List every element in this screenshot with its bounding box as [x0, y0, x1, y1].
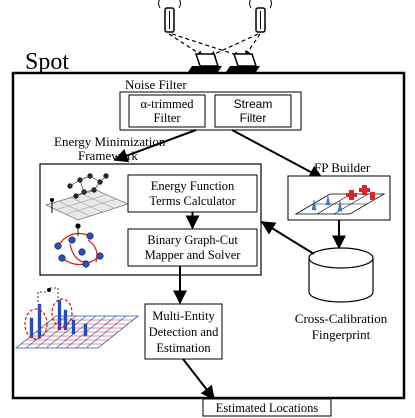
- energy-framework-label-line2: Framework: [78, 148, 138, 163]
- energy-framework-label-line1: Energy Minimization: [54, 134, 166, 149]
- alpha-trimmed-filter-line1: α-trimmed: [140, 97, 194, 111]
- fp-builder-illustration: [294, 185, 386, 215]
- stream-filter-line2: Filter: [240, 111, 267, 125]
- detection-estimation-box: [144, 303, 223, 360]
- fingerprint-line2: Fingerprint: [312, 327, 371, 342]
- detection-grid-illustration: [14, 287, 140, 349]
- arrow-noise-to-energy: [113, 129, 197, 163]
- estimated-locations-box: [202, 398, 332, 417]
- detection-line2: Detection and: [149, 325, 220, 339]
- laptop-left-icon: [188, 53, 222, 72]
- fingerprint-line1: Cross-Calibration: [295, 311, 388, 326]
- spot-title: Spot: [25, 49, 69, 75]
- access-point-right-icon: [249, 0, 272, 33]
- graph-cut-solver-box: [127, 228, 258, 267]
- stream-filter-line1: Stream: [234, 97, 273, 111]
- arrow-fingerprint-to-energy: [260, 221, 315, 255]
- fp-builder-label: FP Builder: [314, 160, 371, 175]
- alpha-trimmed-filter-line2: Filter: [153, 111, 181, 125]
- alpha-trimmed-filter-box: [128, 94, 206, 128]
- estimated-locations-label: Estimated Locations: [216, 401, 319, 415]
- arrow-detection-to-output: [182, 358, 215, 401]
- noise-filter-label: Noise Filter: [125, 77, 187, 92]
- detection-line1: Multi-Entity: [152, 309, 215, 323]
- graph-cut-illustration: [54, 223, 104, 268]
- energy-terms-calculator-line1: Energy Function: [151, 179, 235, 193]
- detection-line3: Estimation: [156, 341, 211, 355]
- wireless-links: [168, 33, 261, 58]
- arrow-noise-to-fp-builder: [231, 129, 324, 179]
- access-point-left-icon: [158, 0, 181, 33]
- energy-terms-calculator-line2: Terms Calculator: [149, 194, 236, 208]
- stream-filter-box: [214, 94, 292, 128]
- graph-cut-solver-line2: Mapper and Solver: [145, 248, 242, 262]
- graph-cut-solver-line1: Binary Graph-Cut: [147, 233, 238, 247]
- laptop-right-icon: [226, 53, 260, 72]
- fingerprint-database-icon: [308, 247, 374, 303]
